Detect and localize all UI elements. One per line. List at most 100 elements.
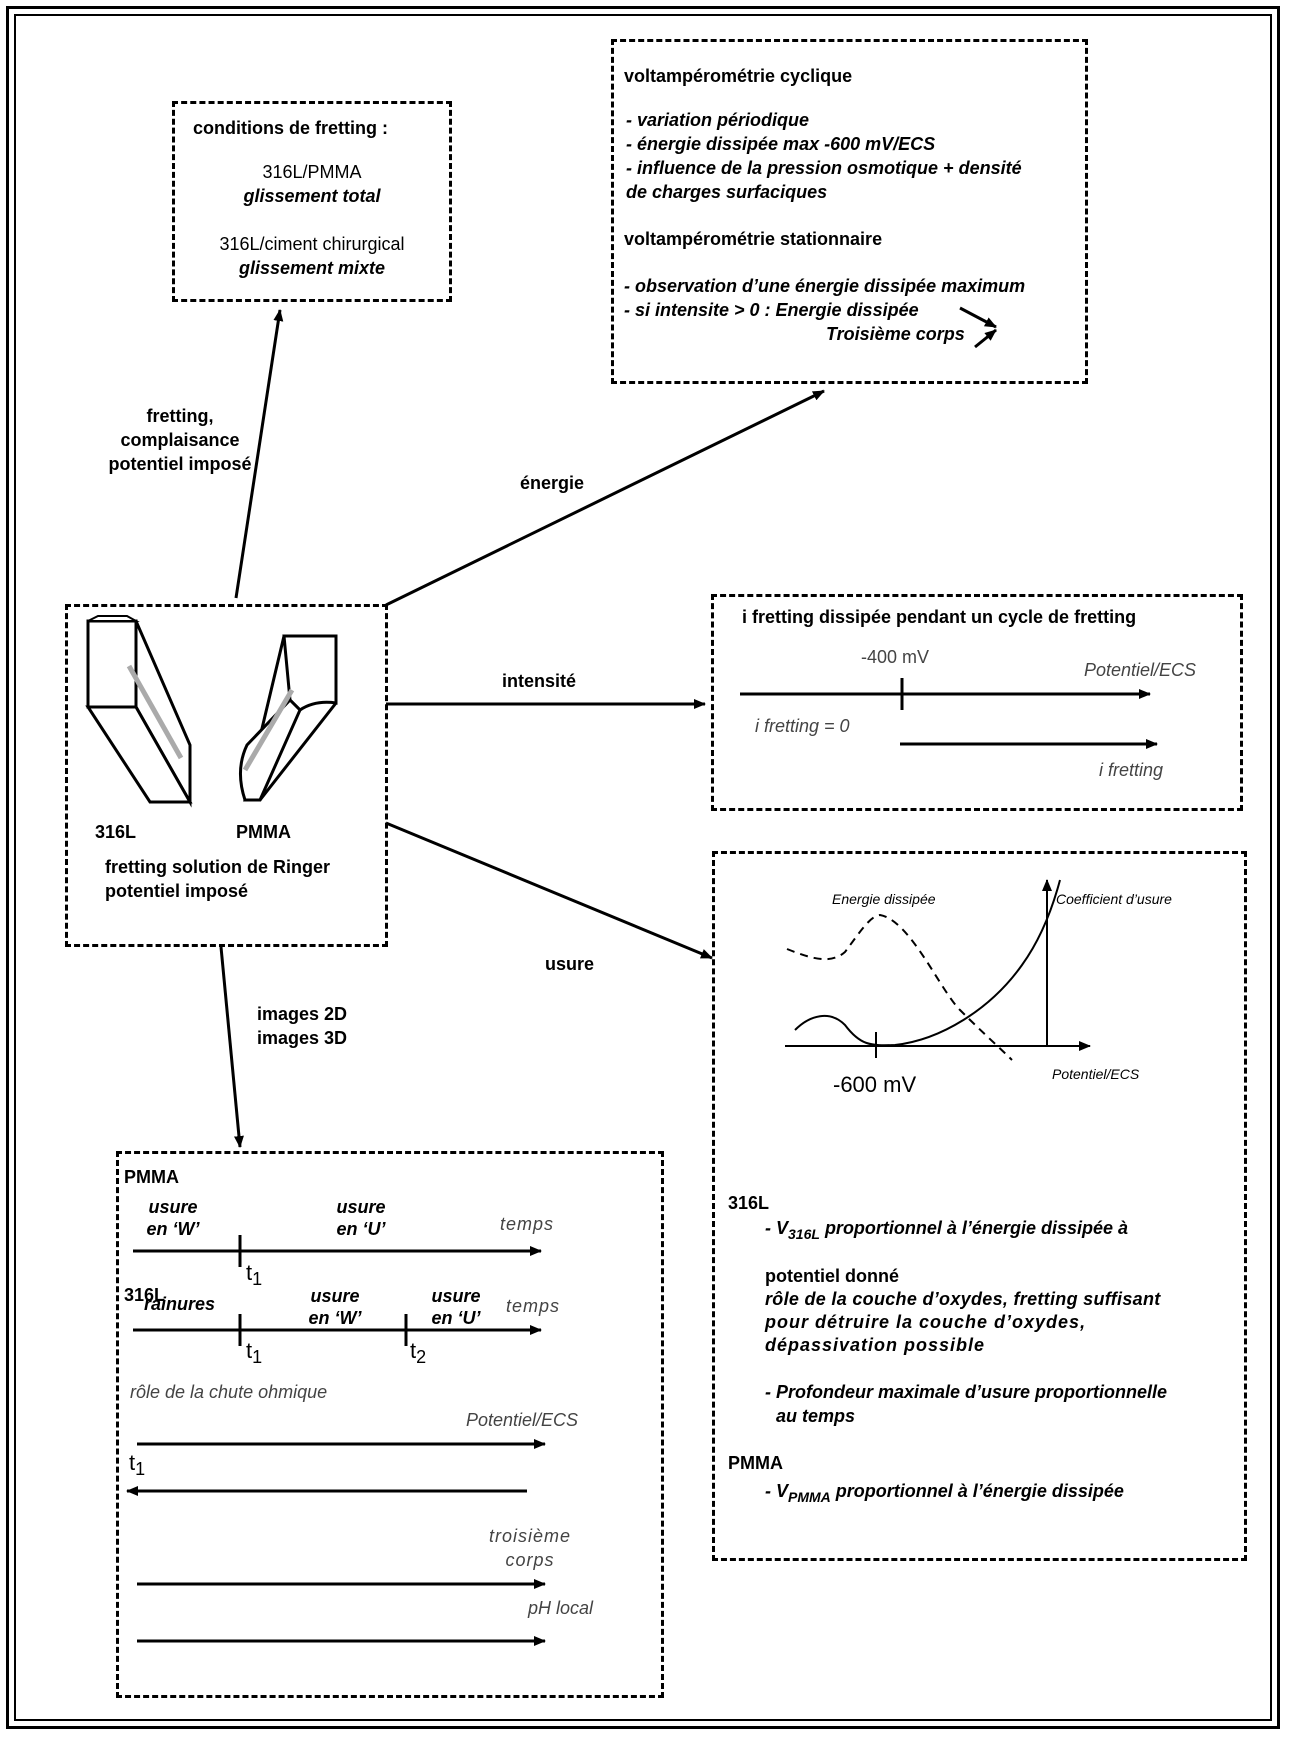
- pmma-usure-w-1: usure: [148, 1197, 198, 1217]
- pmma-temps: temps: [500, 1214, 555, 1234]
- energy-curve-label: Energie dissipée: [832, 891, 936, 907]
- t1b-letter: t: [129, 1450, 136, 1475]
- rainures: rainures: [144, 1294, 216, 1314]
- label-images-1: images 2D: [257, 1004, 348, 1024]
- label-images-2: images 3D: [257, 1028, 348, 1048]
- sample-pmma-icon: [239, 634, 338, 802]
- wear-x-label: Potentiel/ECS: [1052, 1066, 1140, 1082]
- pmma-usure-u-1: usure: [336, 1197, 386, 1217]
- conclusion-v316l: - V316L proportionnel à l’énergie dissip…: [765, 1218, 1128, 1243]
- arrow-troisieme-icon: [974, 328, 997, 349]
- conclusion-depth-1: - Profondeur maximale d’usure proportion…: [765, 1382, 1168, 1402]
- sample-316l-icon: [85, 615, 193, 808]
- pair1-regime: glissement total: [243, 186, 381, 206]
- cyclic-item-3: - influence de la pression osmotique + d…: [626, 158, 1022, 178]
- label-fretting-2: complaisance: [120, 430, 240, 450]
- conclusion-pmma-title: PMMA: [728, 1453, 783, 1473]
- s316l-usure-u-2: en ‘U’: [431, 1308, 481, 1328]
- pair1: 316L/PMMA: [262, 162, 362, 182]
- pair2: 316L/ciment chirurgical: [219, 234, 405, 254]
- s316l-usure-w-1: usure: [310, 1286, 360, 1306]
- chute-ohmique: rôle de la chute ohmique: [130, 1382, 328, 1402]
- v316l-rest: proportionnel à l’énergie dissipée à: [819, 1218, 1129, 1238]
- cyclic-item-1: - variation périodique: [626, 110, 810, 130]
- s316l-t1-letter: t: [246, 1338, 253, 1363]
- s316l-temps: temps: [506, 1296, 561, 1316]
- arrow-to-wear: [385, 821, 713, 960]
- vpmma-sub: PMMA: [788, 1489, 831, 1505]
- cyclic-title: voltampérométrie cyclique: [624, 66, 853, 86]
- s316l-t2: t2: [410, 1338, 426, 1369]
- s316l-t1-sub: 1: [252, 1347, 263, 1367]
- coefficient-label: Coefficient d’usure: [1056, 891, 1172, 907]
- label-intensite: intensité: [502, 671, 577, 691]
- v316l-prefix: - V: [765, 1218, 789, 1238]
- ph-local: pH local: [528, 1598, 594, 1618]
- pmma-t1: t1: [246, 1260, 262, 1291]
- conclusion-line-1: potentiel donné: [765, 1266, 899, 1286]
- voltammetry-box: [611, 39, 1088, 384]
- label-fretting-1: fretting,: [146, 406, 214, 426]
- s316l-t1: t1: [246, 1338, 262, 1369]
- label-316l: 316L: [95, 822, 137, 842]
- arrow-energie-icon: [959, 306, 997, 329]
- arrow-to-timeline: [219, 946, 244, 1148]
- timeline-box: [116, 1151, 664, 1698]
- inner-frame: [14, 14, 1272, 1721]
- arrow-to-voltammetry: [385, 389, 825, 607]
- threshold-label: -400 mV: [861, 647, 930, 667]
- troisieme-1: troisième: [488, 1526, 572, 1546]
- cyclic-item-2: - énergie dissipée max -600 mV/ECS: [626, 134, 936, 154]
- t1b-sub: 1: [135, 1459, 146, 1479]
- timeline-pmma-title: PMMA: [124, 1167, 179, 1187]
- s316l-usure-w-2: en ‘W’: [308, 1308, 362, 1328]
- pmma-usure-u-2: en ‘U’: [336, 1219, 386, 1239]
- samples-line-2: potentiel imposé: [105, 881, 249, 901]
- conclusion-line-3: pour détruire la couche d’oxydes,: [765, 1312, 1087, 1332]
- pair2-regime: glissement mixte: [238, 258, 386, 278]
- intensity-box: [711, 594, 1243, 811]
- potential-axis-label: Potentiel/ECS: [1084, 660, 1197, 680]
- wear-box: [712, 851, 1247, 1561]
- stationary-item-1: - observation d’une énergie dissipée max…: [624, 276, 1026, 296]
- s316l-usure-u-1: usure: [431, 1286, 481, 1306]
- conclusion-316l-title: 316L: [728, 1193, 770, 1213]
- s316l-t2-sub: 2: [416, 1347, 427, 1367]
- conditions-box: [172, 101, 452, 302]
- i-fretting-label: i fretting: [1099, 760, 1164, 780]
- pmma-t1-sub: 1: [252, 1269, 263, 1289]
- stationary-title: voltampérométrie stationnaire: [624, 229, 883, 249]
- conclusion-vpmma: - VPMMA proportionnel à l’énergie dissip…: [765, 1481, 1124, 1506]
- wear-graph: [785, 879, 1091, 1061]
- pmma-t1-letter: t: [246, 1260, 253, 1285]
- conclusion-depth-2: au temps: [776, 1406, 856, 1426]
- conditions-title: conditions de fretting :: [193, 118, 388, 138]
- pmma-usure-w-2: en ‘W’: [146, 1219, 200, 1239]
- vpmma-prefix: - V: [765, 1481, 789, 1501]
- outer-frame: [6, 6, 1280, 1729]
- arrow-to-conditions: [234, 309, 284, 599]
- energy-dissipated-curve: [786, 913, 1013, 1061]
- intensity-title: i fretting dissipée pendant un cycle de …: [742, 607, 1137, 627]
- samples-line-1: fretting solution de Ringer: [105, 857, 330, 877]
- wear-tick-label: -600 mV: [833, 1072, 917, 1097]
- troisieme-2: corps: [505, 1550, 555, 1570]
- timeline-316l-title: 316L: [124, 1285, 166, 1305]
- timeline-potentiel: Potentiel/ECS: [466, 1410, 579, 1430]
- stationary-item-3: Troisième corps: [826, 324, 965, 344]
- conclusion-line-4: dépassivation possible: [765, 1335, 986, 1355]
- v316l-sub: 316L: [788, 1226, 820, 1242]
- cyclic-item-4: de charges surfaciques: [626, 182, 828, 202]
- timeline-t1b: t1: [129, 1450, 145, 1481]
- wear-coefficient-curve: [794, 879, 1061, 1047]
- i-fretting-zero: i fretting = 0: [755, 716, 850, 736]
- samples-box: [65, 604, 388, 947]
- label-usure: usure: [545, 954, 595, 974]
- label-energie: énergie: [520, 473, 585, 493]
- vpmma-rest: proportionnel à l’énergie dissipée: [830, 1481, 1124, 1501]
- stationary-item-2: - si intensite > 0 : Energie dissipée: [624, 300, 919, 320]
- conclusion-line-2: rôle de la couche d’oxydes, fretting suf…: [765, 1289, 1161, 1309]
- label-pmma: PMMA: [236, 822, 291, 842]
- s316l-t2-letter: t: [410, 1338, 417, 1363]
